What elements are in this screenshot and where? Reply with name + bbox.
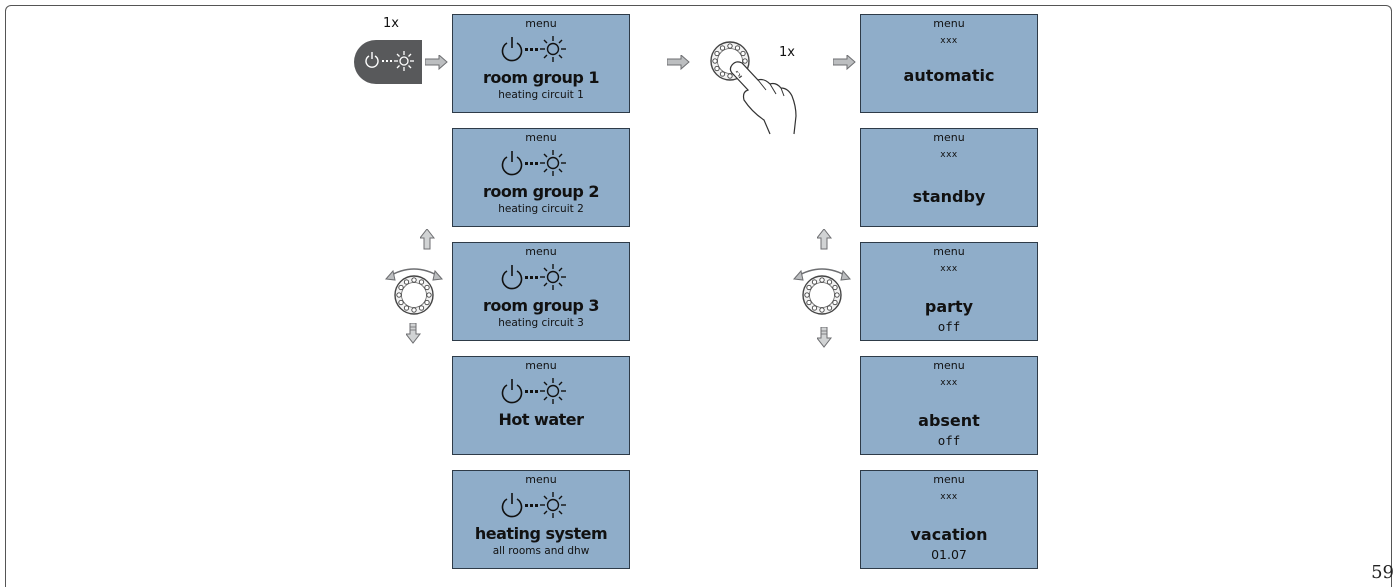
screen-value: 01.07	[931, 547, 967, 562]
arrow-right-icon	[833, 55, 856, 70]
screen-subtitle: heating circuit 1	[498, 89, 584, 101]
page-number: 59	[1371, 562, 1394, 583]
screen-menu-label: menu	[525, 131, 557, 144]
mode-button[interactable]	[353, 39, 423, 85]
screen-menu-label: menu	[525, 473, 557, 486]
power-sun-icon	[501, 35, 567, 63]
power-sun-icon	[501, 377, 567, 405]
arrow-down-icon	[406, 323, 421, 344]
screen-mode: party	[924, 297, 974, 316]
rotary-knob-icon[interactable]	[384, 256, 446, 320]
power-sun-button-icon	[354, 40, 422, 84]
screen-title: heating system	[474, 524, 608, 543]
screen-value: off	[937, 433, 961, 448]
screen-menu-label: menu	[933, 359, 965, 372]
screen-menu-label: menu	[933, 245, 965, 258]
screen-menu-label: menu	[525, 245, 557, 258]
page-frame	[5, 5, 1392, 587]
knob-press-illustration[interactable]	[708, 38, 808, 138]
screen-menu-label: menu	[525, 17, 557, 30]
screen-absent: menu xxx absent off	[860, 356, 1038, 455]
screen-vacation: menu xxx vacation 01.07	[860, 470, 1038, 569]
power-sun-icon	[501, 263, 567, 291]
screen-code: xxx	[940, 492, 958, 502]
screen-hot-water: menu Hot water	[452, 356, 630, 455]
arrow-up-icon	[420, 229, 435, 250]
screen-title: room group 2	[483, 182, 600, 201]
screen-title: room group 1	[483, 68, 600, 87]
screen-subtitle: heating circuit 2	[498, 203, 584, 215]
screen-code: xxx	[940, 36, 958, 46]
screen-room-group-1: menu room group 1 heating circuit 1	[452, 14, 630, 113]
screen-standby: menu xxx standby	[860, 128, 1038, 227]
arrow-down-icon	[817, 327, 832, 348]
arrow-up-icon	[817, 229, 832, 250]
screen-menu-label: menu	[933, 131, 965, 144]
screen-code: xxx	[940, 264, 958, 274]
screen-menu-label: menu	[525, 359, 557, 372]
screen-code: xxx	[940, 378, 958, 388]
screen-mode: standby	[912, 187, 986, 206]
screen-subtitle: heating circuit 3	[498, 317, 584, 329]
screen-automatic: menu xxx automatic	[860, 14, 1038, 113]
screen-party: menu xxx party off	[860, 242, 1038, 341]
button-press-count-label: 1x	[383, 16, 399, 31]
screen-mode: vacation	[910, 525, 988, 544]
arrow-right-icon	[425, 55, 448, 70]
screen-room-group-2: menu room group 2 heating circuit 2	[452, 128, 630, 227]
screen-mode: absent	[918, 411, 980, 430]
screen-title: Hot water	[498, 410, 584, 429]
hand-pressing-icon	[710, 41, 797, 135]
screen-code: xxx	[940, 150, 958, 160]
knob-press-count-label: 1x	[779, 45, 795, 60]
screen-menu-label: menu	[933, 473, 965, 486]
screen-value: off	[937, 319, 961, 334]
screen-heating-system: menu heating system all rooms and dhw	[452, 470, 630, 569]
rotary-knob-icon[interactable]	[792, 256, 854, 320]
screen-title: room group 3	[483, 296, 600, 315]
power-sun-icon	[501, 491, 567, 519]
screen-mode: automatic	[903, 66, 995, 85]
screen-subtitle: all rooms and dhw	[492, 545, 590, 557]
screen-room-group-3: menu room group 3 heating circuit 3	[452, 242, 630, 341]
power-sun-icon	[501, 149, 567, 177]
screen-menu-label: menu	[933, 17, 965, 30]
arrow-right-icon	[667, 55, 690, 70]
